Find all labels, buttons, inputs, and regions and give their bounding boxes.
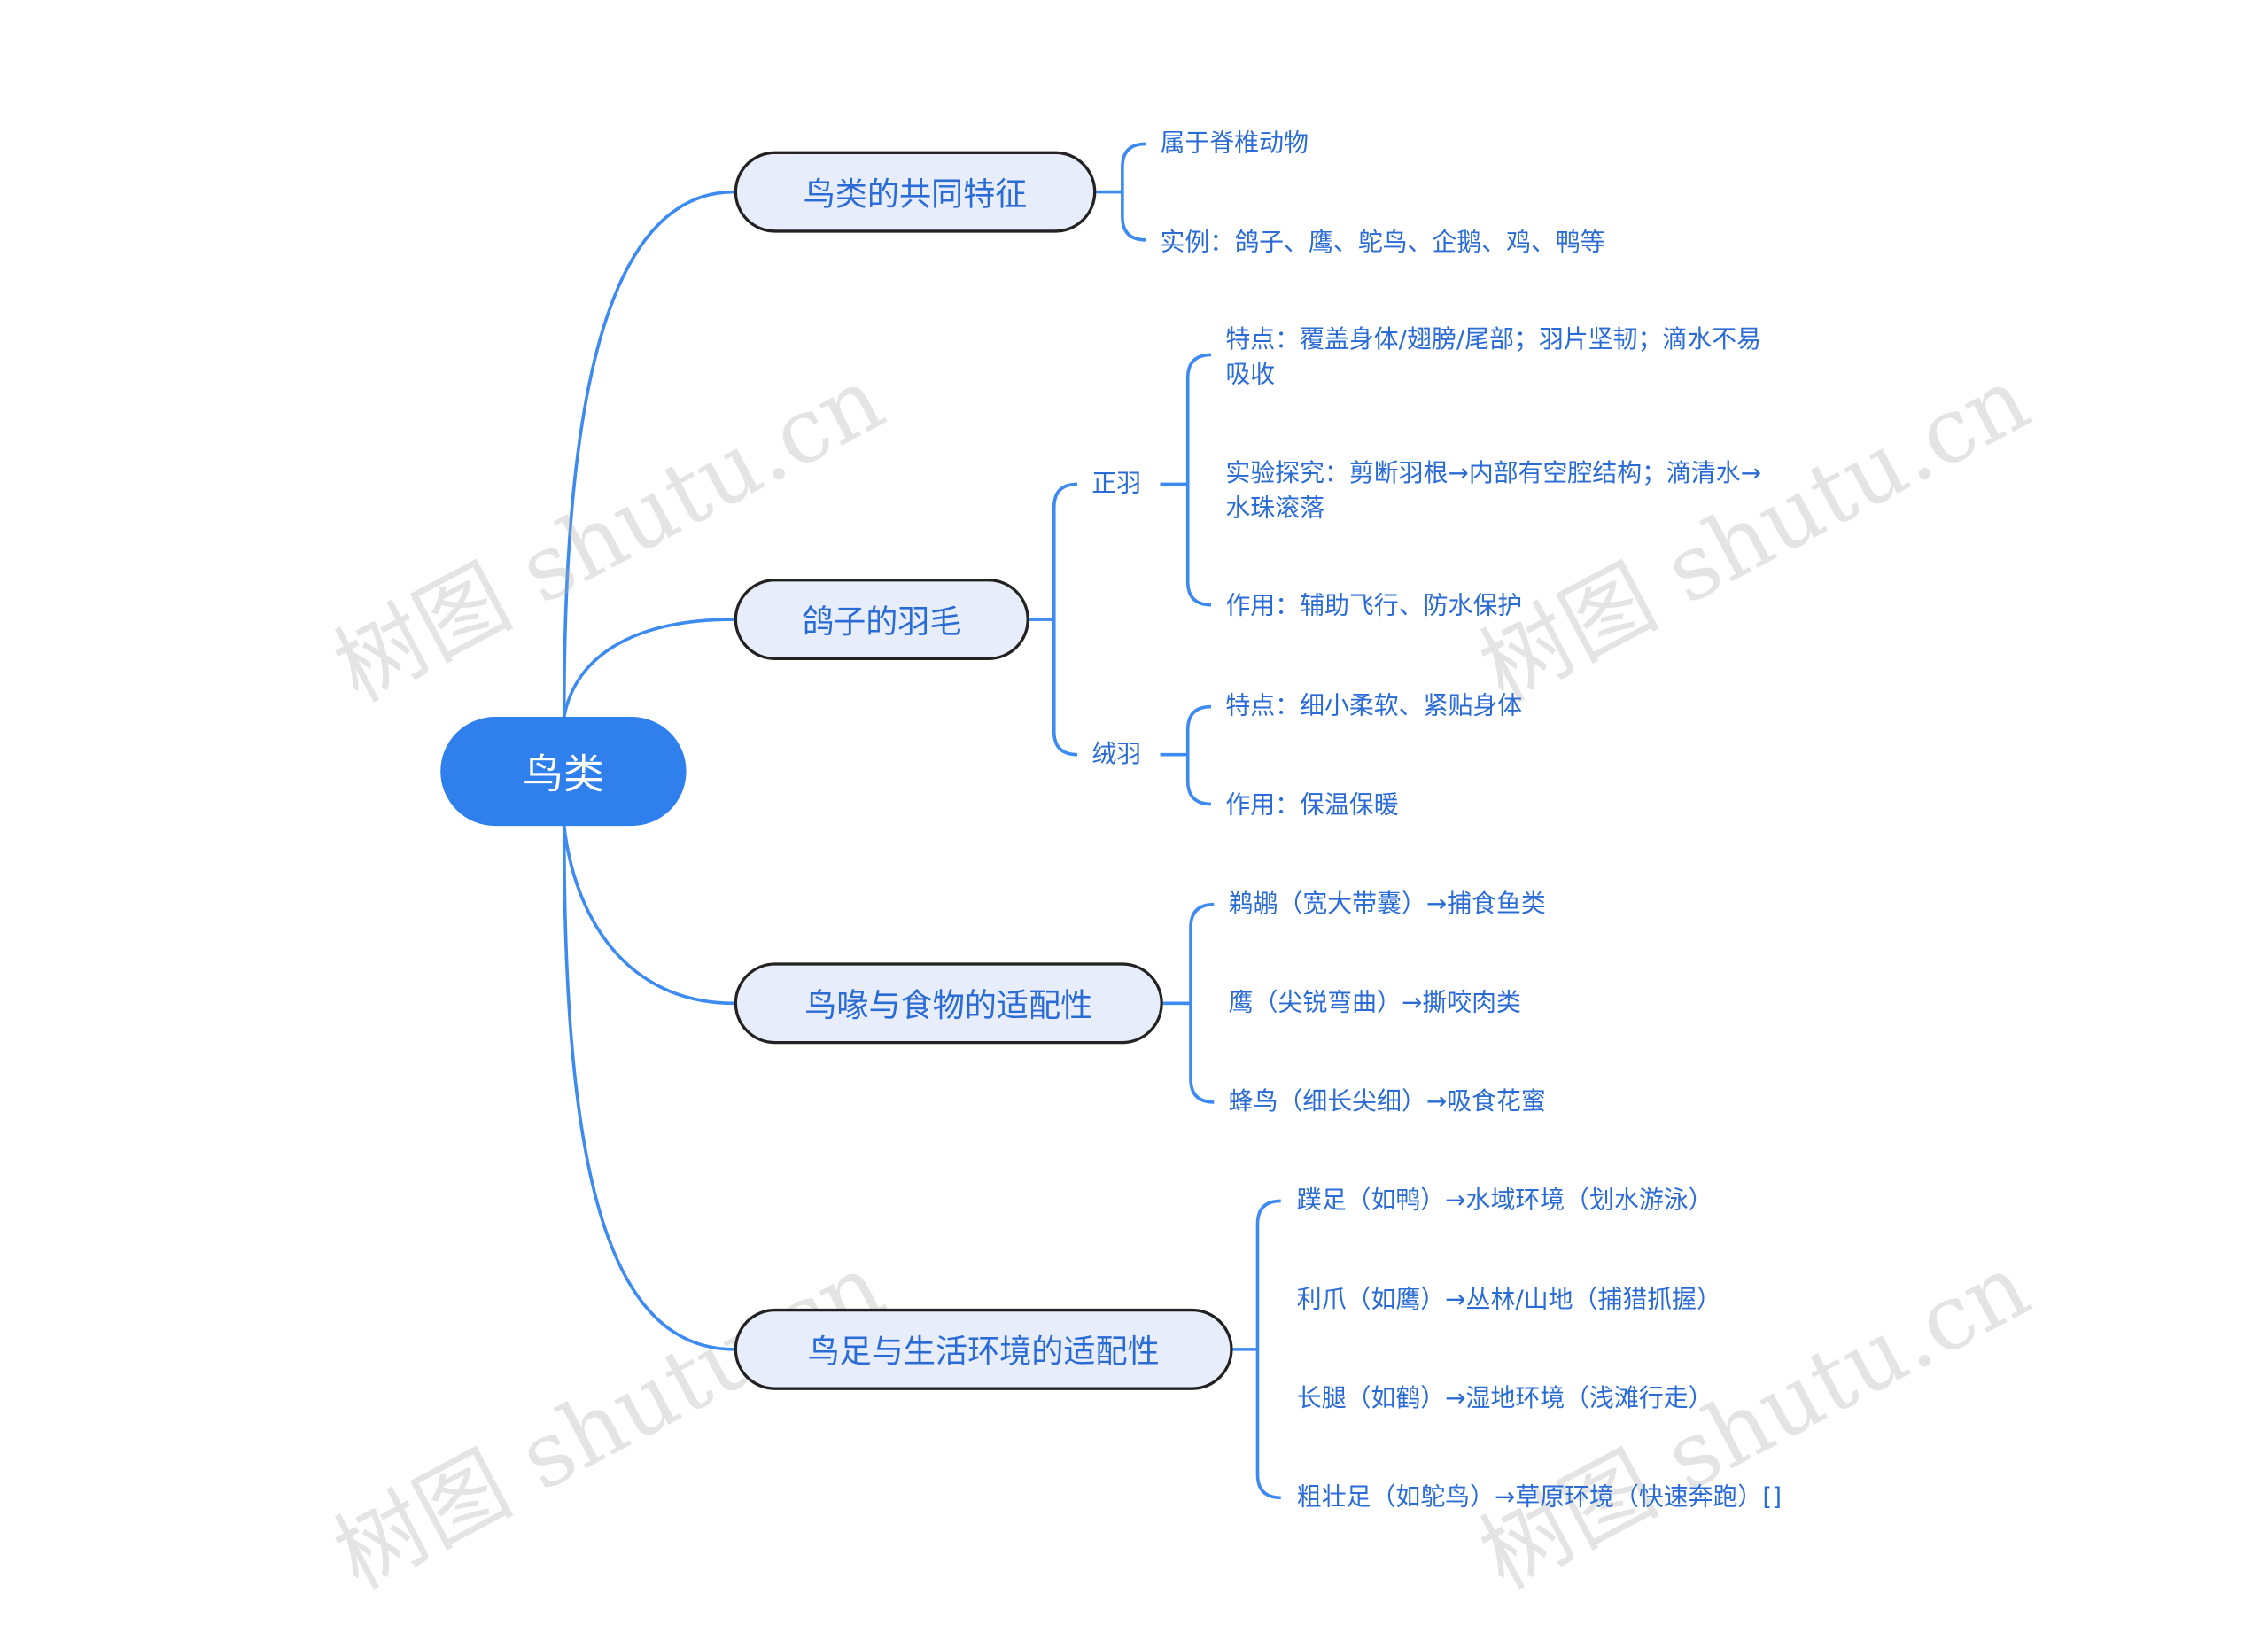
leaf-node[interactable]: 实验探究：剪断羽根→内部有空腔结构；滴清水→水珠滚落 — [1225, 459, 1762, 524]
leaf-node[interactable]: 特点：细小柔软、紧贴身体 — [1225, 692, 1523, 721]
leaf-node[interactable]: 作用：辅助飞行、防水保护 — [1225, 591, 1523, 621]
leaf-node[interactable]: 实例：鸽子、鹰、鸵鸟、企鹅、鸡、鸭等 — [1160, 228, 1605, 258]
sub-node-contour-feather[interactable]: 正羽 — [1091, 470, 1142, 499]
branch-node-beak-food[interactable]: 鸟喙与食物的适配性 — [734, 962, 1163, 1045]
connector-b3-bracket — [1255, 1199, 1281, 1500]
leaf-node[interactable]: 作用：保温保暖 — [1225, 790, 1399, 820]
leaf-node[interactable]: 粗壮足（如鸵鸟）→草原环境（快速奔跑）[] — [1296, 1482, 1783, 1512]
branch-node-pigeon-feathers[interactable]: 鸽子的羽毛 — [734, 579, 1029, 661]
leaf-node[interactable]: 鹈鹕（宽大带囊）→捕食鱼类 — [1228, 890, 1546, 920]
leaf-node[interactable]: 蜂鸟（细长尖细）→吸食花蜜 — [1228, 1087, 1546, 1117]
leaf-node[interactable]: 利爪（如鹰）→丛林/山地（捕猎抓握） — [1296, 1285, 1721, 1315]
branch-node-common-features[interactable]: 鸟类的共同特征 — [734, 151, 1097, 233]
leaf-node[interactable]: 鹰（尖锐弯曲）→撕咬肉类 — [1228, 988, 1521, 1018]
sub-node-down-feather[interactable]: 绒羽 — [1091, 740, 1142, 770]
root-node[interactable]: 鸟类 — [440, 717, 687, 827]
leaf-node[interactable]: 长腿（如鹤）→湿地环境（浅滩行走） — [1296, 1384, 1713, 1414]
branch-node-feet-habitat[interactable]: 鸟足与生活环境的适配性 — [734, 1308, 1233, 1390]
connector-root-b2 — [562, 825, 734, 1006]
connector-s1-bracket — [1185, 704, 1212, 806]
connector-root-b3 — [562, 826, 734, 1351]
connector-root-b0 — [562, 190, 734, 718]
connector-root-b1 — [562, 618, 734, 718]
connector-b0-bracket — [1121, 142, 1146, 242]
connector-s0-bracket — [1185, 353, 1212, 607]
connector-b1-bracket — [1052, 482, 1078, 757]
connector-b2-bracket — [1189, 902, 1215, 1104]
leaf-node[interactable]: 属于脊椎动物 — [1160, 129, 1309, 159]
leaf-node[interactable]: 特点：覆盖身体/翅膀/尾部；羽片坚韧；滴水不易吸收 — [1225, 325, 1762, 390]
leaf-node[interactable]: 蹼足（如鸭）→水域环境（划水游泳） — [1296, 1186, 1713, 1216]
